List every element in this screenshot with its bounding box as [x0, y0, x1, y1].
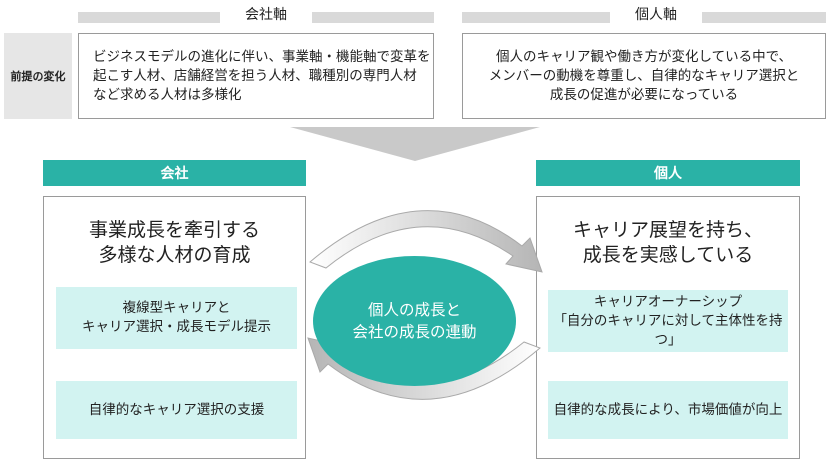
- premise-label: 前提の変化: [4, 33, 72, 119]
- down-arrow-icon: [290, 127, 540, 161]
- company-header: 会社: [43, 160, 306, 186]
- individual-heading: キャリア展望を持ち、 成長を実感している: [572, 219, 763, 266]
- company-point-1: 複線型キャリアと キャリア選択・成長モデル提示: [56, 287, 297, 349]
- individual-point-2: 自律的な成長により、市場価値が向上: [548, 381, 788, 439]
- center-ellipse: 個人の成長と 会社の成長の連動: [313, 256, 516, 386]
- individual-axis-label: 個人軸: [610, 4, 702, 26]
- individual-header: 個人: [536, 160, 800, 186]
- company-point-2: 自律的なキャリア選択の支援: [56, 381, 297, 439]
- individual-point-1: キャリアオーナーシップ 「自分のキャリアに対して主体性を持つ」: [548, 290, 788, 352]
- premise-individual-box: 個人のキャリア観や働き方が変化している中で、 メンバーの動機を尊重し、自律的なキ…: [462, 33, 826, 119]
- center-text: 個人の成長と 会社の成長の連動: [352, 301, 477, 341]
- company-axis-label: 会社軸: [220, 4, 312, 26]
- premise-company-box: ビジネスモデルの進化に伴い、事業軸・機能軸で変革を 起こす人材、店舗経営を担う人…: [78, 33, 434, 119]
- company-heading: 事業成長を牽引する 多様な人材の育成: [88, 219, 260, 266]
- premise-company-text: ビジネスモデルの進化に伴い、事業軸・機能軸で変革を 起こす人材、店舗経営を担う人…: [93, 48, 431, 103]
- premise-individual-text: 個人のキャリア観や働き方が変化している中で、 メンバーの動機を尊重し、自律的なキ…: [488, 48, 800, 103]
